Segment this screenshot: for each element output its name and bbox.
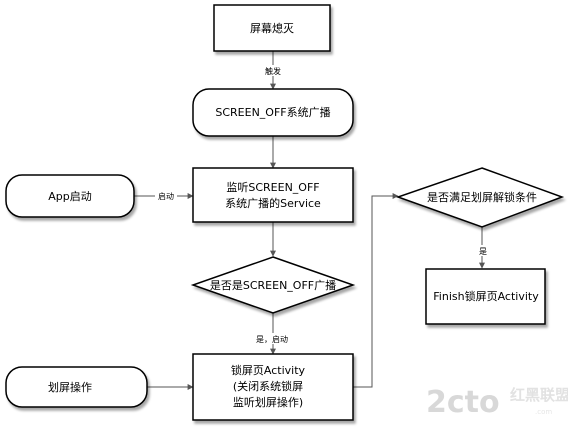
node-app-start-label: App启动	[48, 190, 92, 203]
edge-label-yes-start: 是，启动	[256, 334, 288, 344]
node-service-label-line2: 系统广播的Service	[225, 196, 321, 210]
node-lock-activity-label-line3: 监听划屏操作)	[233, 395, 303, 409]
node-lock-activity: 锁屏页Activity (关闭系统锁屏 监听划屏操作)	[192, 353, 354, 421]
edge-lock-to-unlock-decision	[353, 193, 399, 388]
watermark-logo: 2cto	[426, 385, 500, 420]
edge-label-trigger: 触发	[265, 66, 281, 76]
node-finish-label: Finish锁屏页Activity	[433, 289, 539, 303]
node-screen-off: 屏幕熄灭	[213, 4, 331, 52]
edge-label-start: 启动	[158, 191, 174, 201]
node-finish: Finish锁屏页Activity	[425, 268, 546, 325]
node-broadcast-label: SCREEN_OFF系统广播	[215, 105, 330, 119]
node-swipe: 划屏操作	[5, 366, 148, 408]
node-decision-unlock: 是否满足划屏解锁条件	[395, 167, 565, 228]
node-decision-screen-off-label: 是否是SCREEN_OFF广播	[210, 278, 336, 292]
node-lock-activity-label-line1: 锁屏页Activity	[231, 363, 306, 377]
watermark-site: 红黑联盟	[510, 386, 568, 404]
edge-labels: 触发 启动 是，启动 是	[155, 65, 489, 344]
edge-label-yes: 是	[479, 247, 487, 256]
node-service: 监听SCREEN_OFF 系统广播的Service	[192, 167, 354, 223]
node-lock-activity-label-line2: (关闭系统锁屏	[233, 379, 303, 393]
node-screen-off-label: 屏幕熄灭	[250, 21, 294, 35]
node-decision-screen-off: 是否是SCREEN_OFF广播	[190, 256, 356, 314]
watermark-url: .com	[535, 408, 552, 416]
watermark: 2cto 红黑联盟 .com	[426, 385, 568, 420]
node-broadcast: SCREEN_OFF系统广播	[192, 88, 354, 137]
node-app-start: App启动	[5, 174, 135, 218]
node-swipe-label: 划屏操作	[48, 380, 92, 394]
node-service-label-line1: 监听SCREEN_OFF	[226, 181, 319, 194]
node-decision-unlock-label: 是否满足划屏解锁条件	[427, 190, 537, 204]
